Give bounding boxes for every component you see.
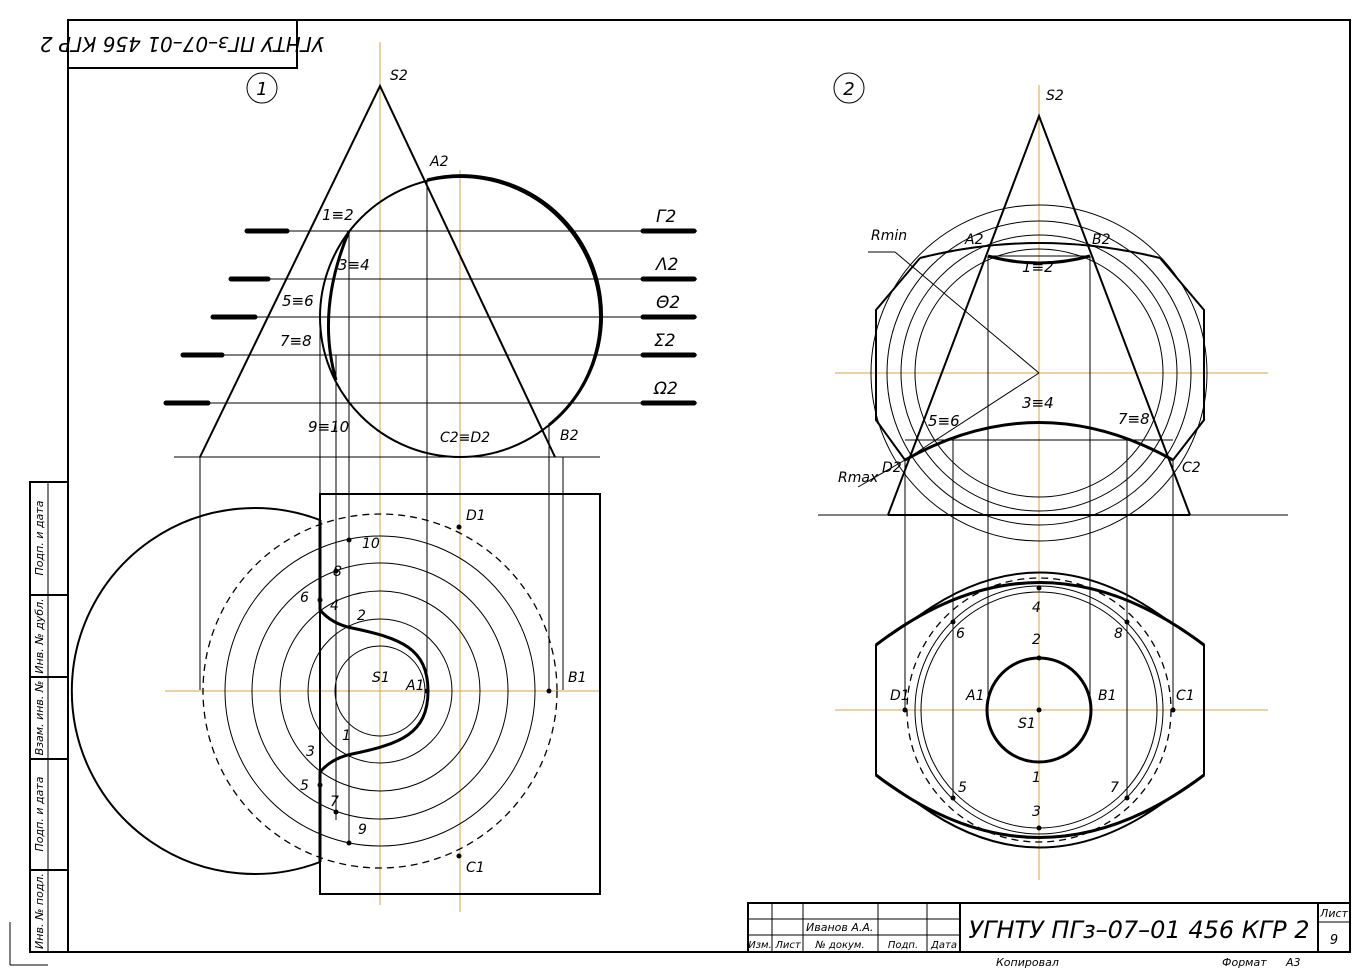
v2-label-12: 1≡2 [1022, 258, 1054, 276]
top-label-2: 2 [357, 608, 366, 624]
v2-top-label-c1: C1 [1176, 688, 1195, 704]
top-label-5: 5 [300, 778, 309, 794]
top-label-c1: C1 [466, 860, 485, 876]
top-label-7: 7 [330, 794, 339, 810]
view-2-number: 2 [843, 79, 854, 100]
header-izm: Изм. [748, 940, 772, 951]
header-doc: № докум. [814, 940, 864, 951]
point [1124, 795, 1130, 801]
front-label-c2d2: C2≡D2 [440, 430, 490, 446]
point [1036, 707, 1042, 713]
front-label-12: 1≡2 [322, 206, 354, 224]
frame: УГНТУ ПГз–07–01 456 КГР 2 Подп. и дата И… [29, 19, 1351, 953]
radius-max-label: Rmax [838, 470, 879, 486]
v2-label-d2: D2 [882, 460, 902, 476]
v2-label-c2: C2 [1182, 460, 1201, 476]
header-list: Лист [774, 940, 802, 951]
top-label-6: 6 [300, 590, 309, 606]
top-label-8: 8 [333, 564, 342, 580]
point [1124, 619, 1130, 625]
v2-label-56: 5≡6 [928, 412, 960, 430]
plane-label-2: Λ2 [654, 255, 678, 275]
point [950, 619, 956, 625]
top-label-d1: D1 [466, 508, 486, 524]
top-label-3: 3 [306, 744, 315, 760]
top-label-b1: B1 [568, 670, 587, 686]
view-1: 1 Γ2 Λ2 Θ2 Σ2 Ω2 S2 A2 B [70, 42, 697, 912]
view-1-number: 1 [256, 79, 267, 100]
format-label: Формат [1222, 956, 1267, 969]
author-name: Иванов А.А. [806, 921, 873, 934]
top-label-10: 10 [362, 536, 380, 552]
v2-top-label-a1: A1 [965, 688, 984, 704]
view-2: 2 S2 A2 B2 1≡2 3≡4 5≡6 7≡8 D2 C2 Rmin [818, 72, 1288, 880]
v2-top-label-4: 4 [1032, 600, 1041, 616]
front-label-a2: A2 [429, 154, 449, 170]
point [456, 524, 462, 530]
v2-label-a2: A2 [964, 232, 984, 248]
top-label-9: 9 [358, 822, 367, 838]
strip-label-5: Инв. № подл. [33, 873, 46, 949]
point [546, 688, 552, 694]
copied-label: Копировал [996, 956, 1059, 969]
point [424, 688, 430, 694]
top-label-4: 4 [330, 598, 339, 614]
strip-label-4: Подп. и дата [33, 776, 46, 851]
apex-label-2: S2 [1046, 88, 1064, 104]
point [1036, 655, 1042, 661]
top-label-1: 1 [342, 728, 351, 744]
plane-label-4: Σ2 [654, 331, 676, 351]
v2-label-34: 3≡4 [1022, 394, 1054, 412]
v2-top-label-7: 7 [1110, 780, 1119, 796]
document-code: УГНТУ ПГз–07–01 456 КГР 2 [968, 916, 1309, 944]
plane-label-1: Γ2 [656, 207, 676, 227]
strip-label-2: Инв. № дубл. [33, 598, 46, 673]
plane-label-5: Ω2 [653, 379, 678, 399]
stamp-code-mirrored: УГНТУ ПГз–07–01 456 КГР 2 [40, 32, 324, 56]
v2-top-label-6: 6 [956, 626, 965, 642]
point [1170, 707, 1176, 713]
strip-label-1: Подп. и дата [33, 500, 46, 575]
plane-label-3: Θ2 [656, 293, 680, 313]
point [456, 853, 462, 859]
point [317, 597, 323, 603]
strip-label-3: Взам. инв. № [33, 681, 46, 756]
v2-top-label-s1: S1 [1018, 716, 1036, 732]
point [902, 707, 908, 713]
v2-label-b2: B2 [1092, 232, 1111, 248]
sheet-number: 9 [1330, 933, 1338, 948]
front-label-56: 5≡6 [282, 292, 314, 310]
v2-top-label-d1: D1 [890, 688, 910, 704]
v2-top-label-1: 1 [1032, 770, 1041, 786]
format-value: А3 [1285, 956, 1301, 969]
v2-top-label-b1: B1 [1098, 688, 1117, 704]
point [950, 795, 956, 801]
title-block: Иванов А.А. Изм. Лист № докум. Подп. Дат… [747, 902, 1351, 969]
point [333, 809, 339, 815]
v2-label-78: 7≡8 [1118, 410, 1150, 428]
point [317, 782, 323, 788]
header-sign: Подп. [888, 940, 918, 951]
point [346, 537, 352, 543]
radius-min-label: Rmin [871, 228, 907, 244]
v2-top-label-2: 2 [1032, 632, 1041, 648]
front-label-78: 7≡8 [280, 332, 312, 350]
point [333, 568, 339, 574]
v2-top-label-5: 5 [958, 780, 967, 796]
front-label-910: 9≡10 [308, 418, 349, 436]
top-label-s1: S1 [372, 670, 390, 686]
front-label-34: 3≡4 [338, 256, 370, 274]
apex-label-1: S2 [390, 68, 408, 84]
ucs-icon [9, 922, 48, 966]
point [1036, 585, 1042, 591]
v2-top-label-8: 8 [1114, 626, 1123, 642]
sheet-label: Лист [1319, 907, 1348, 920]
header-date: Дата [930, 940, 957, 951]
top-label-a1: A1 [405, 678, 424, 694]
point [1036, 825, 1042, 831]
point [346, 840, 352, 846]
v2-top-label-3: 3 [1032, 804, 1041, 820]
front-label-b2: B2 [560, 428, 579, 444]
